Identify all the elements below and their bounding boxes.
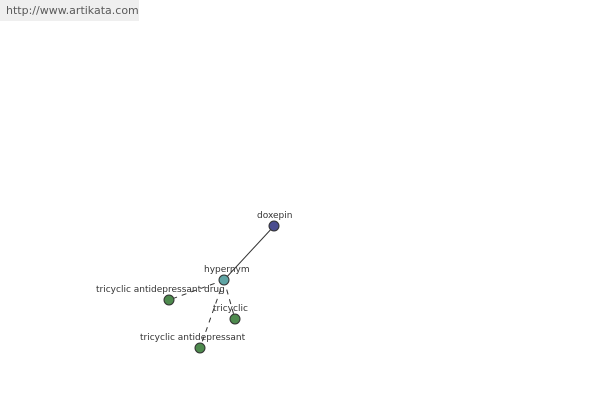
node-label-tricyclic: tricyclic bbox=[213, 304, 248, 314]
node-doxepin[interactable] bbox=[268, 220, 280, 232]
url-banner: http://www.artikata.com bbox=[0, 0, 139, 21]
graph-edges bbox=[168, 225, 275, 349]
node-tricyclic-antidepressant-drug[interactable] bbox=[163, 294, 175, 306]
edge-hypernym-to-tricyclic bbox=[223, 279, 236, 320]
node-tricyclic[interactable] bbox=[229, 313, 241, 325]
graph-labels: doxepin hypernym tricyclic antidepressant … bbox=[96, 211, 292, 343]
graph-nodes bbox=[163, 220, 280, 354]
edge-doxepin-to-hypernym bbox=[223, 225, 275, 281]
node-tricyclic-antidepressant[interactable] bbox=[194, 342, 206, 354]
node-label-hypernym: hypernym bbox=[204, 265, 250, 275]
node-label-tricyclic-antidepressant: tricyclic antidepressant bbox=[140, 333, 246, 343]
node-label-doxepin: doxepin bbox=[257, 211, 292, 221]
source-url-link[interactable]: http://www.artikata.com bbox=[6, 4, 139, 17]
edge-hypernym-to-tricyclic-antidepressant bbox=[199, 279, 225, 349]
node-label-tricyclic-antidepressant-drug: tricyclic antidepressant drug bbox=[96, 285, 225, 295]
node-hypernym[interactable] bbox=[218, 274, 230, 286]
